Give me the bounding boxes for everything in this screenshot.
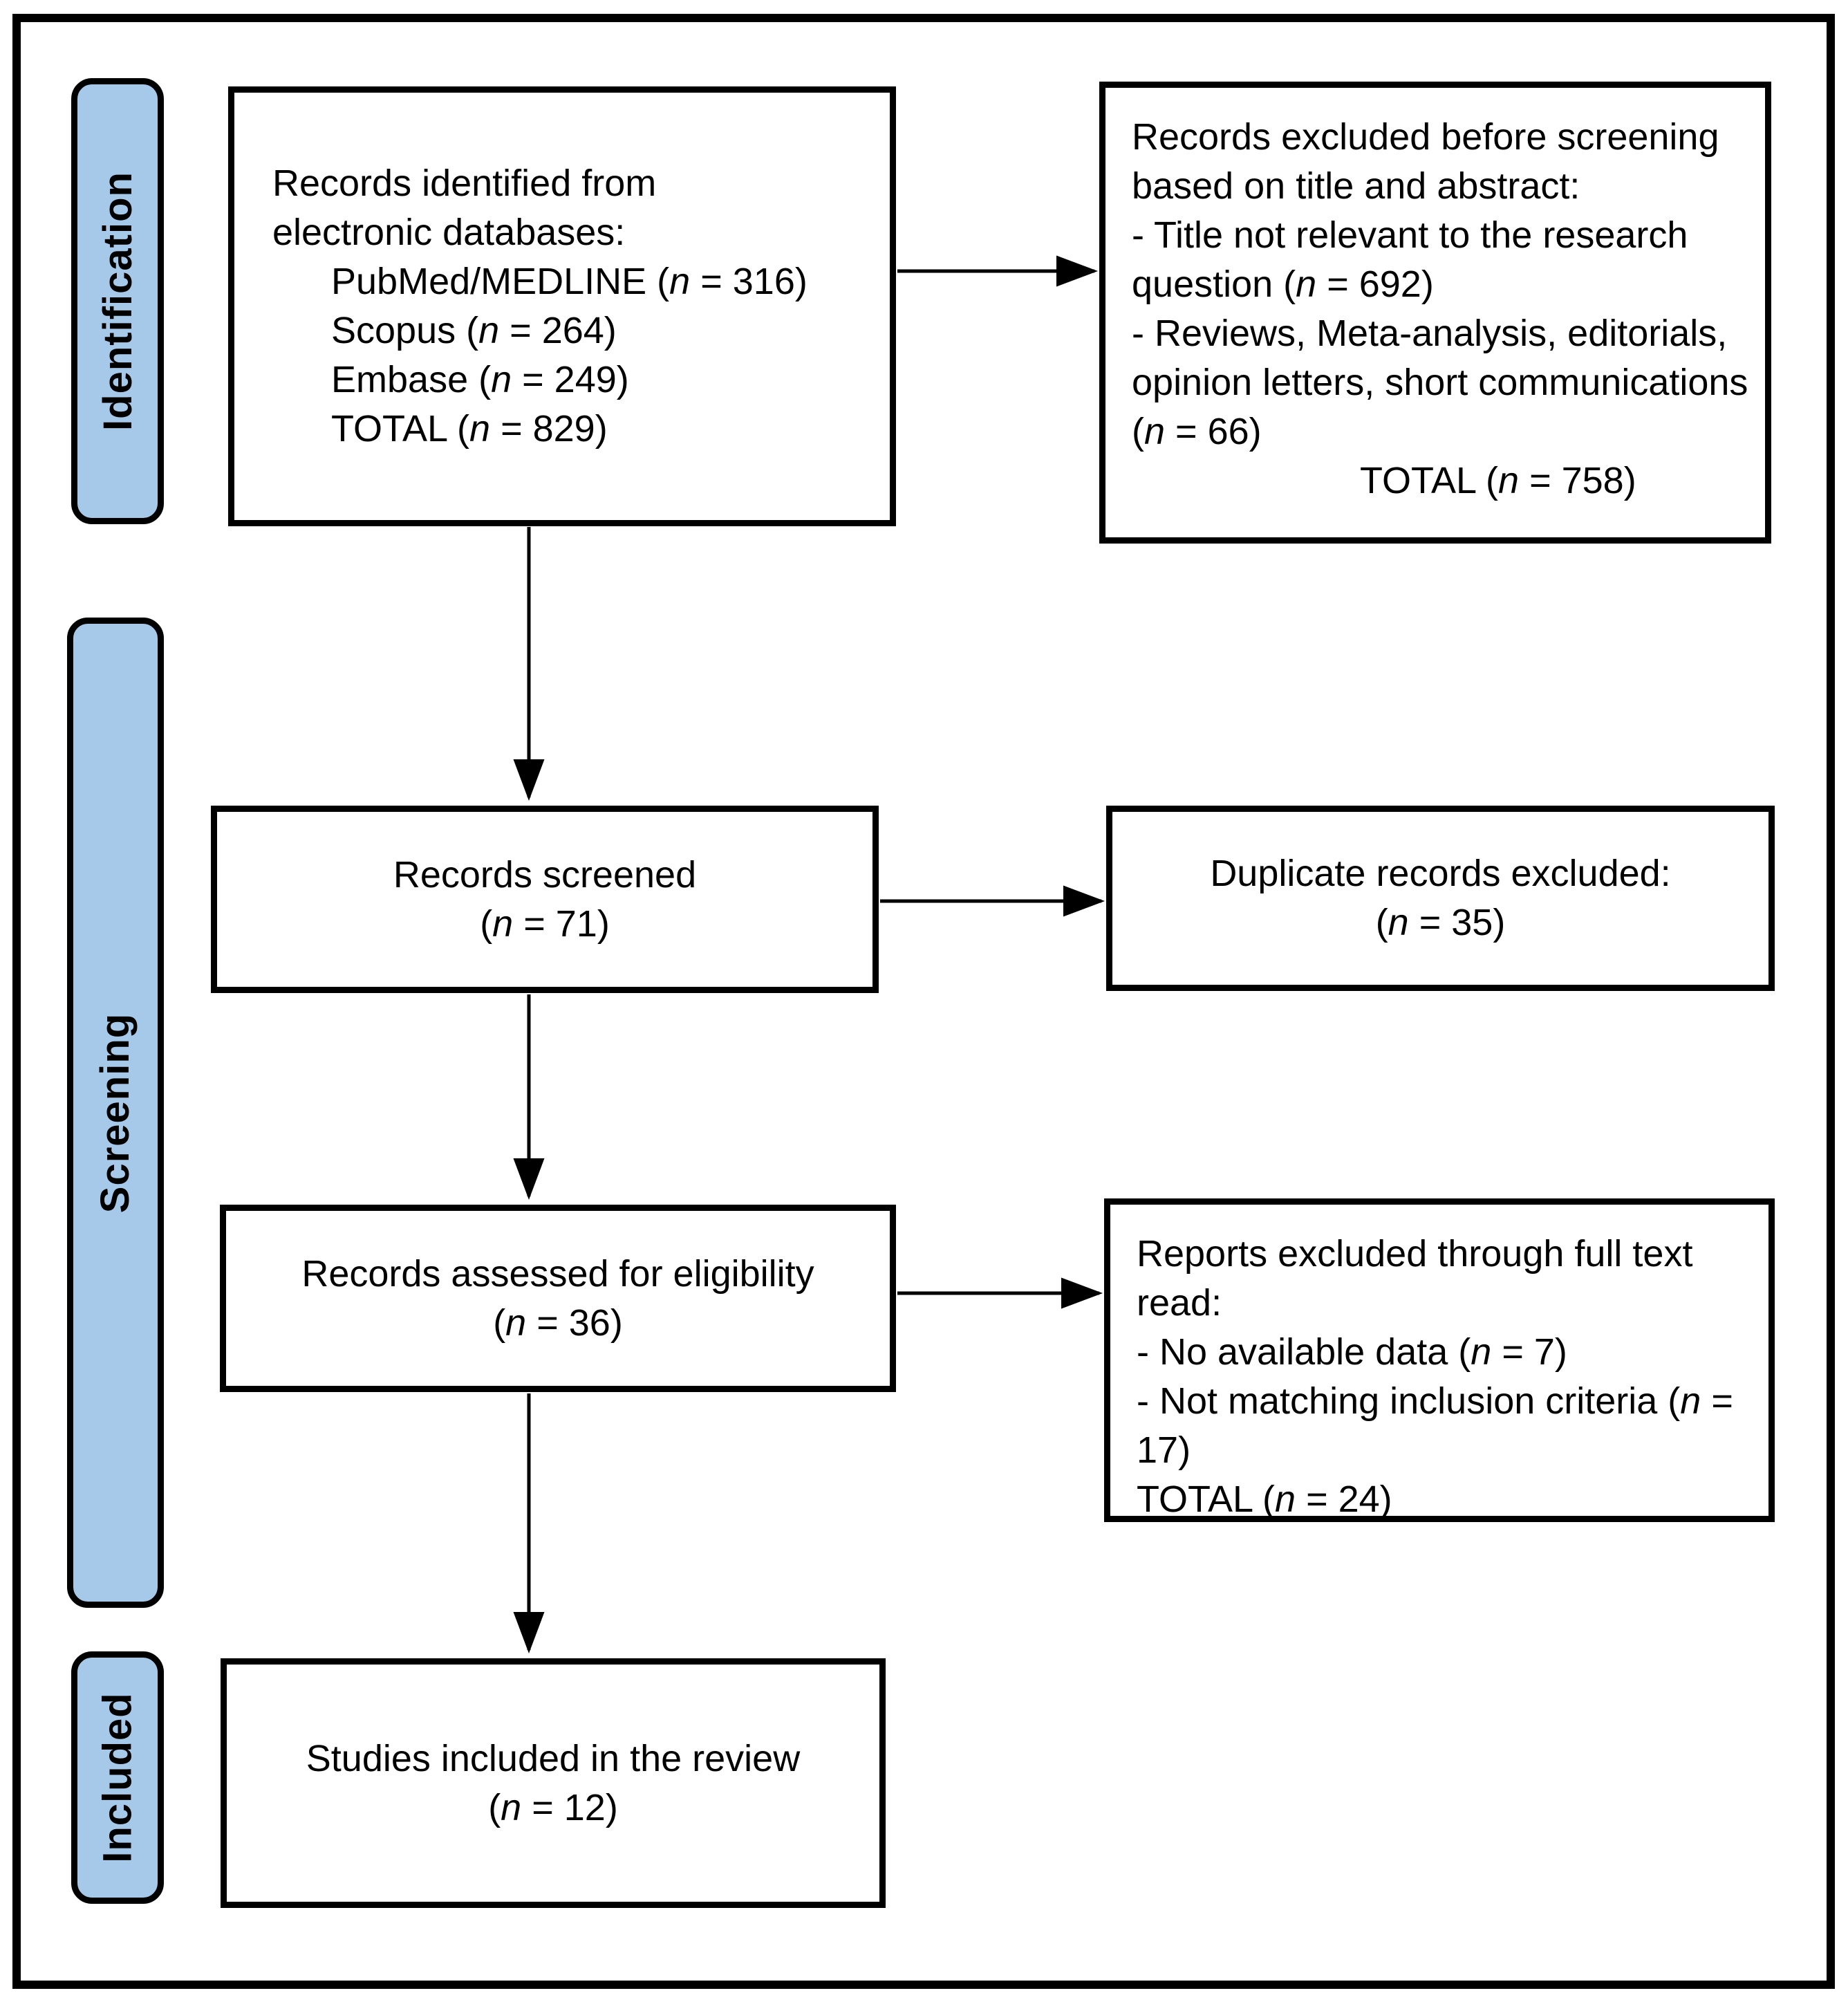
identified-item-embase: Embase (n = 249) <box>331 359 629 400</box>
duplicates-line-1: Duplicate records excluded: <box>1210 853 1671 894</box>
duplicates-line-2: (n = 35) <box>1375 902 1506 943</box>
identified-item-total: TOTAL (n = 829) <box>331 408 608 449</box>
assessed-line-1: Records assessed for eligibility <box>301 1252 814 1295</box>
included-line-2: (n = 12) <box>488 1786 618 1828</box>
stage-bar-screening: Screening <box>67 618 164 1608</box>
box-records-assessed: Records assessed for eligibility (n = 36… <box>220 1205 896 1392</box>
excluded-screening-paragraph-3: - Reviews, Meta-analysis, editorials, op… <box>1132 313 1748 452</box>
excluded-fulltext-paragraph-1: Reports excluded through full text read: <box>1137 1233 1693 1324</box>
excluded-fulltext-total: TOTAL (n = 24) <box>1137 1479 1392 1520</box>
box-excluded-before-screening: Records excluded before screening based … <box>1099 82 1771 544</box>
assessed-line-2: (n = 36) <box>493 1301 623 1344</box>
box-records-identified: Records identified from electronic datab… <box>228 86 896 526</box>
screened-line-2: (n = 71) <box>480 902 610 945</box>
included-line-1: Studies included in the review <box>306 1737 801 1779</box>
stage-bar-included: Included <box>71 1651 164 1904</box>
stage-bar-identification: Identification <box>71 78 164 524</box>
identified-intro-line-1: Records identified from <box>272 163 657 204</box>
excluded-screening-paragraph-1: Records excluded before screening based … <box>1132 116 1719 207</box>
identified-intro-line-2: electronic databases: <box>272 212 626 253</box>
excluded-screening-paragraph-2: - Title not relevant to the research que… <box>1132 214 1688 305</box>
excluded-fulltext-paragraph-2: - No available data (n = 7) <box>1137 1331 1567 1373</box>
screened-line-1: Records screened <box>393 853 697 896</box>
excluded-screening-total: TOTAL (n = 758) <box>1360 460 1636 501</box>
box-studies-included: Studies included in the review (n = 12) <box>221 1658 886 1908</box>
box-duplicates-excluded: Duplicate records excluded: (n = 35) <box>1106 806 1775 991</box>
identified-item-pubmed: PubMed/MEDLINE (n = 316) <box>331 261 808 302</box>
identified-item-scopus: Scopus (n = 264) <box>331 310 617 351</box>
excluded-fulltext-paragraph-3: - Not matching inclusion criteria (n = 1… <box>1137 1380 1733 1471</box>
box-records-screened: Records screened (n = 71) <box>211 806 879 993</box>
box-excluded-full-text: Reports excluded through full text read:… <box>1104 1198 1775 1522</box>
